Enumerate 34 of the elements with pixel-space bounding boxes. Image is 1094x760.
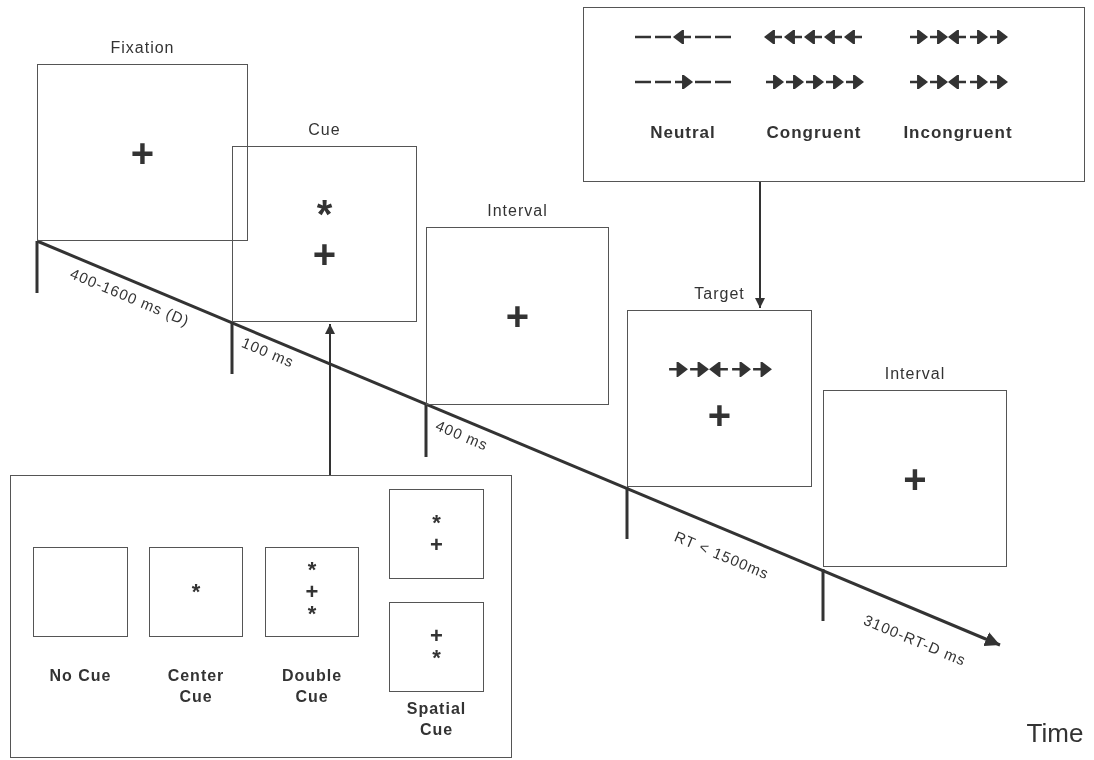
fixation-symbol: * <box>432 647 441 669</box>
fixation-symbol: + <box>903 458 927 499</box>
screen-title: Interval <box>486 202 549 220</box>
fixation-symbol: + <box>707 394 732 435</box>
duration-label: 100 ms <box>239 333 297 371</box>
axis-label: Time <box>1026 717 1084 749</box>
condition-label: Incongruent <box>902 123 1014 143</box>
screen-title: Center Cue <box>166 666 226 707</box>
fixation-symbol: + <box>130 132 155 173</box>
arrow <box>325 323 335 476</box>
fixation-symbol: * <box>307 603 317 625</box>
fixation-symbol: * <box>432 512 441 534</box>
cue-example-box <box>389 489 484 579</box>
arrow <box>755 181 765 309</box>
fixation-symbol: + <box>312 234 337 274</box>
screen-title: No Cue <box>48 666 113 686</box>
condition-label: Neutral <box>649 123 717 143</box>
screen-title: Cue <box>307 121 342 139</box>
fixation-symbol: + <box>430 625 443 647</box>
screen-title: Interval <box>883 365 947 383</box>
fixation-symbol: + <box>505 296 530 336</box>
screen-title: Fixation <box>109 39 176 57</box>
cue-types-panel <box>10 475 512 758</box>
fixation-symbol: * <box>307 559 317 581</box>
duration-label: 400 ms <box>433 416 491 454</box>
screen-title: Spatial Cue <box>405 699 468 740</box>
fixation-symbol: + <box>430 534 443 556</box>
fixation-symbol: * <box>316 194 333 234</box>
screen-title: Target <box>693 285 746 303</box>
condition-label: Congruent <box>765 123 863 143</box>
fixation-symbol: + <box>305 581 319 603</box>
screen-title: Double Cue <box>280 666 344 707</box>
fixation-symbol: * <box>191 581 201 603</box>
flanker-types-panel <box>583 7 1085 182</box>
